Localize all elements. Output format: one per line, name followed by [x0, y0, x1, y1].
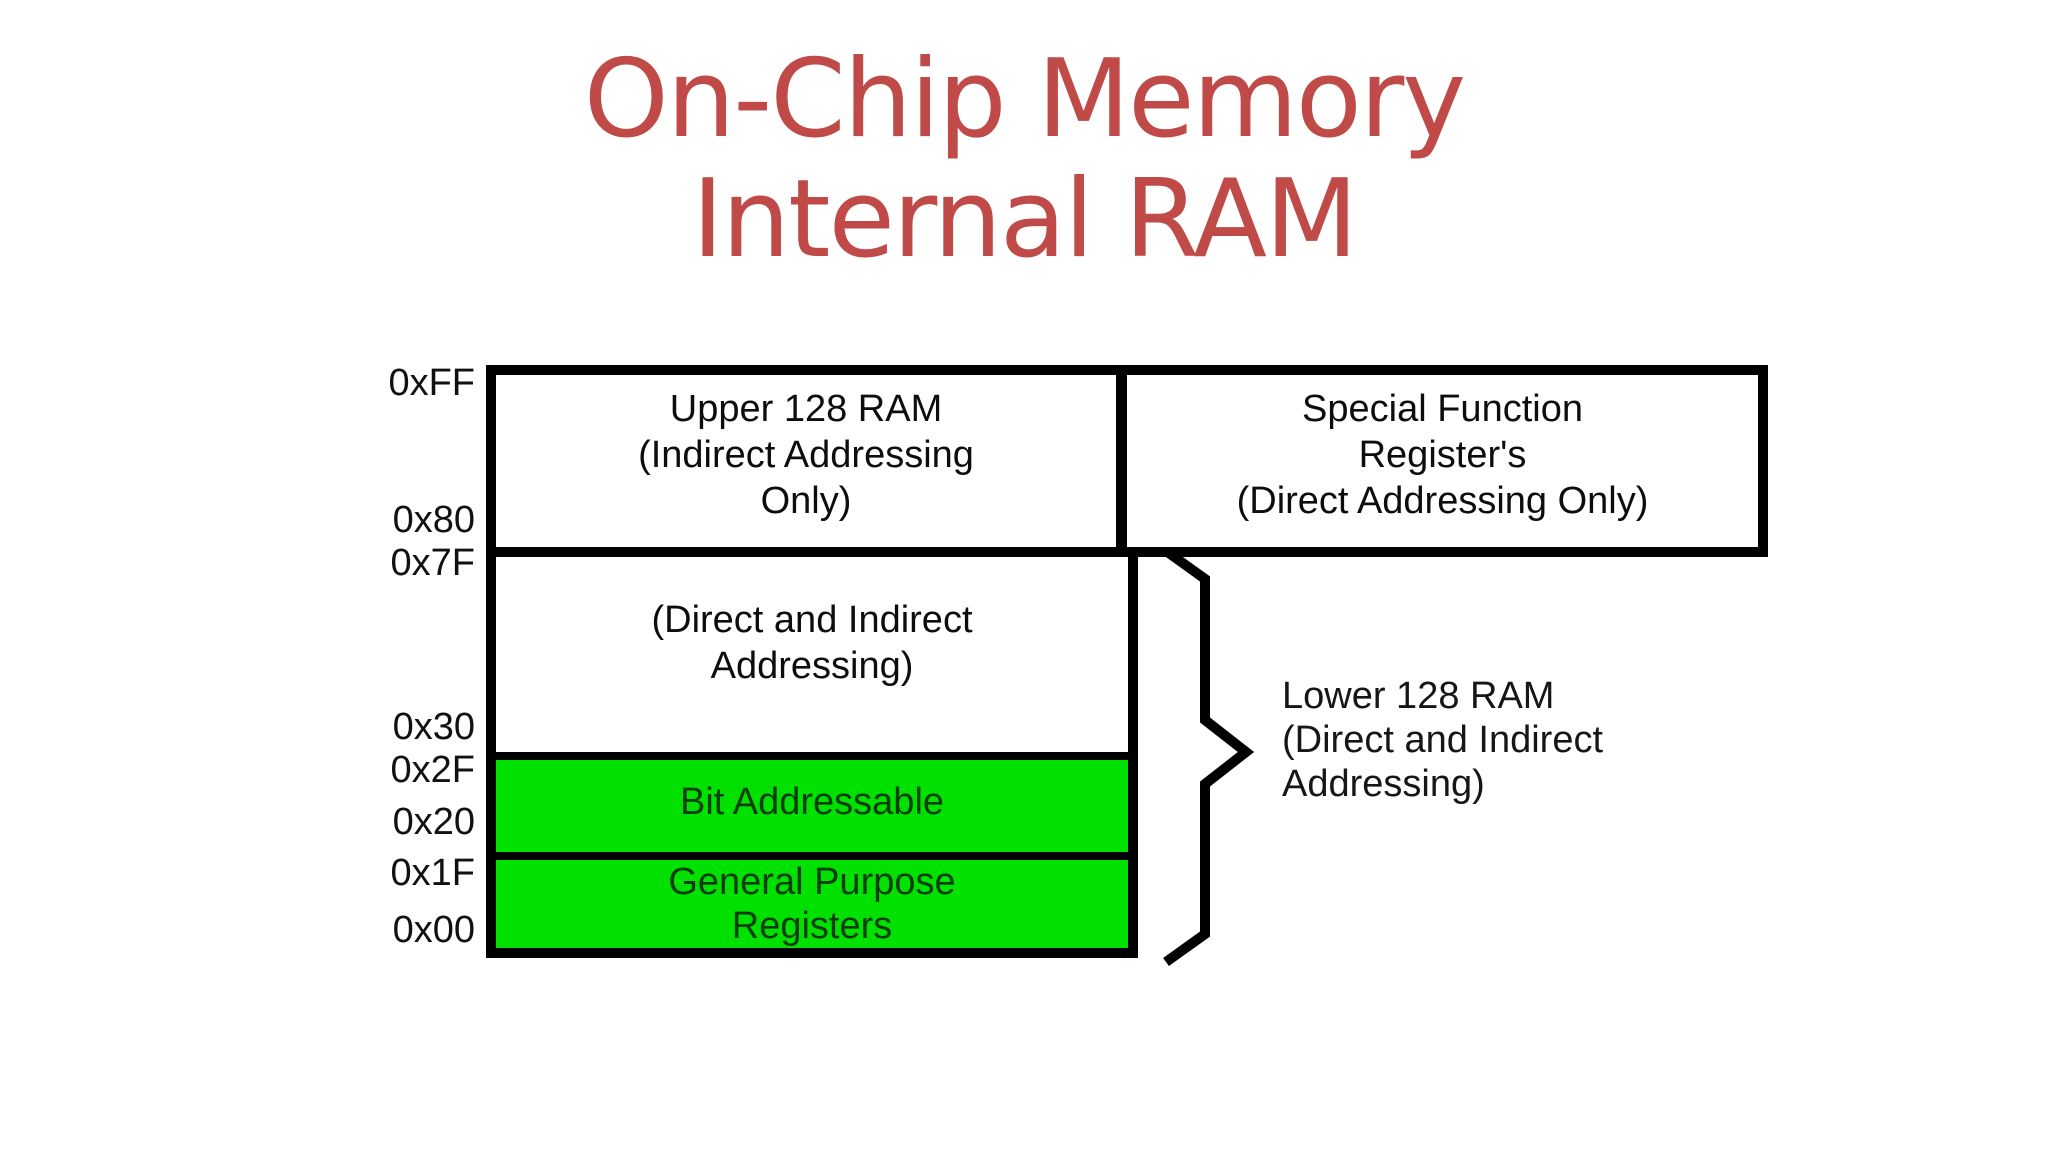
bit-addressable-section: Bit Addressable [496, 760, 1128, 853]
sfr-line1: Special Function [1302, 388, 1583, 430]
address-label-0x80: 0x80 [392, 499, 475, 541]
address-label-0x7f: 0x7F [390, 542, 475, 584]
slide-title-line2: Internal RAM [691, 157, 1358, 282]
lower-128-ram-label: Lower 128 RAM (Direct and Indirect Addre… [1282, 674, 1603, 806]
upper-memory-row: Upper 128 RAM (Indirect Addressing Only)… [486, 365, 1768, 557]
lower-128-ram-label-line2: (Direct and Indirect [1282, 719, 1604, 761]
slide-title-line1: On-Chip Memory [583, 37, 1466, 162]
address-label-0x2f: 0x2F [390, 749, 475, 791]
direct-indirect-line2: Addressing) [710, 644, 914, 687]
brace-path [1163, 546, 1255, 967]
slide-title: On-Chip Memory Internal RAM [0, 40, 2048, 280]
section-divider [496, 852, 1128, 860]
address-label-0x30: 0x30 [392, 706, 475, 748]
sfr-line3: (Direct Addressing Only) [1236, 480, 1649, 522]
lower-128-ram-label-line3: Addressing) [1282, 763, 1485, 805]
direct-indirect-section: (Direct and Indirect Addressing) [496, 557, 1128, 753]
sfr-line2: Register's [1358, 434, 1527, 476]
address-label-0xff: 0xFF [388, 362, 475, 404]
special-function-registers-box: Special Function Register's (Direct Addr… [1127, 375, 1758, 547]
address-label-0x1f: 0x1F [390, 852, 475, 894]
general-purpose-line2: Registers [731, 905, 893, 947]
upper-128-ram-line2: (Indirect Addressing [638, 434, 974, 476]
address-label-0x20: 0x20 [392, 801, 475, 843]
bit-addressable-label: Bit Addressable [679, 781, 945, 824]
upper-128-ram-box: Upper 128 RAM (Indirect Addressing Only) [496, 375, 1127, 547]
direct-indirect-line1: (Direct and Indirect [651, 598, 973, 641]
lower-128-ram-label-line1: Lower 128 RAM [1282, 675, 1555, 717]
general-purpose-registers-section: General Purpose Registers [496, 860, 1128, 948]
upper-128-ram-line1: Upper 128 RAM [669, 388, 943, 430]
section-divider [496, 752, 1128, 761]
general-purpose-line1: General Purpose [668, 861, 956, 903]
address-label-0x00: 0x00 [392, 909, 475, 951]
upper-128-ram-line3: Only) [760, 480, 852, 522]
lower-memory-box: (Direct and Indirect Addressing) Bit Add… [486, 547, 1138, 958]
